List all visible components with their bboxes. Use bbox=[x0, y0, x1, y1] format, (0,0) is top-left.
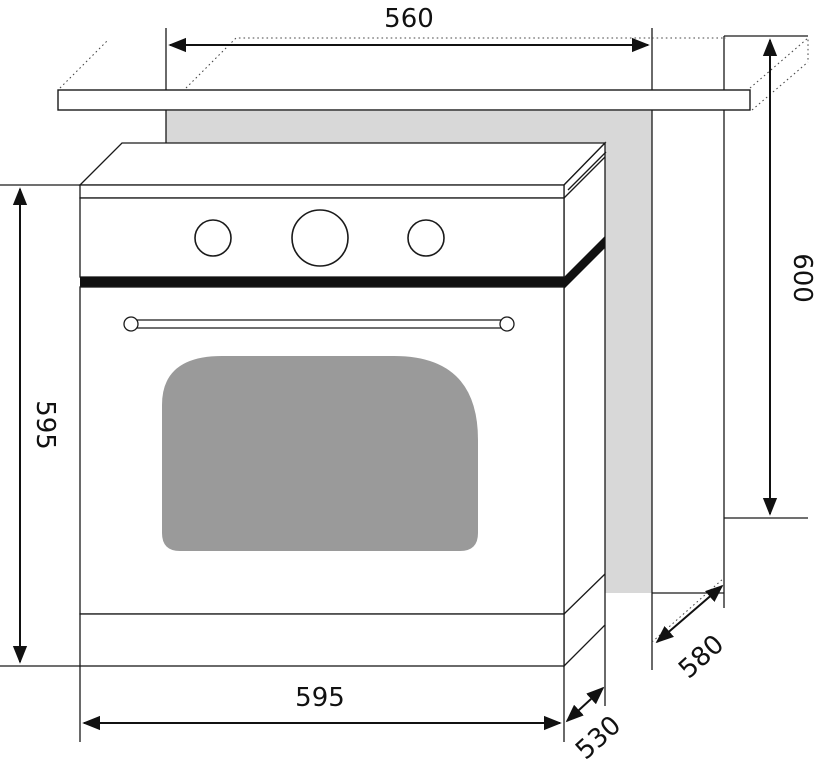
dim-oven-width: 595 bbox=[79, 666, 565, 742]
oven bbox=[78, 141, 607, 668]
oven-window bbox=[162, 356, 478, 551]
oven-top-surface bbox=[78, 142, 607, 186]
dim-niche-depth-label: 580 bbox=[673, 629, 730, 685]
bottom-drawer bbox=[79, 613, 565, 667]
dim-oven-height-label: 595 bbox=[30, 400, 60, 450]
door-handle bbox=[123, 316, 515, 332]
right-knob bbox=[407, 219, 445, 257]
dim-niche-height: 600 bbox=[724, 35, 815, 519]
dim-oven-height: 595 bbox=[0, 184, 80, 667]
dim-oven-width-label: 595 bbox=[295, 683, 345, 713]
dim-niche-width: 560 bbox=[168, 4, 650, 53]
dim-oven-depth-label: 530 bbox=[570, 710, 627, 766]
oven-side-panel bbox=[563, 141, 606, 668]
panel-separator-strip bbox=[80, 277, 564, 287]
dim-niche-width-label: 560 bbox=[384, 4, 434, 34]
dim-niche-height-label: 600 bbox=[787, 253, 815, 303]
dim-niche-depth: 580 bbox=[655, 584, 730, 685]
countertop-shelf bbox=[57, 89, 751, 111]
center-knob bbox=[291, 209, 349, 267]
left-knob bbox=[194, 219, 232, 257]
